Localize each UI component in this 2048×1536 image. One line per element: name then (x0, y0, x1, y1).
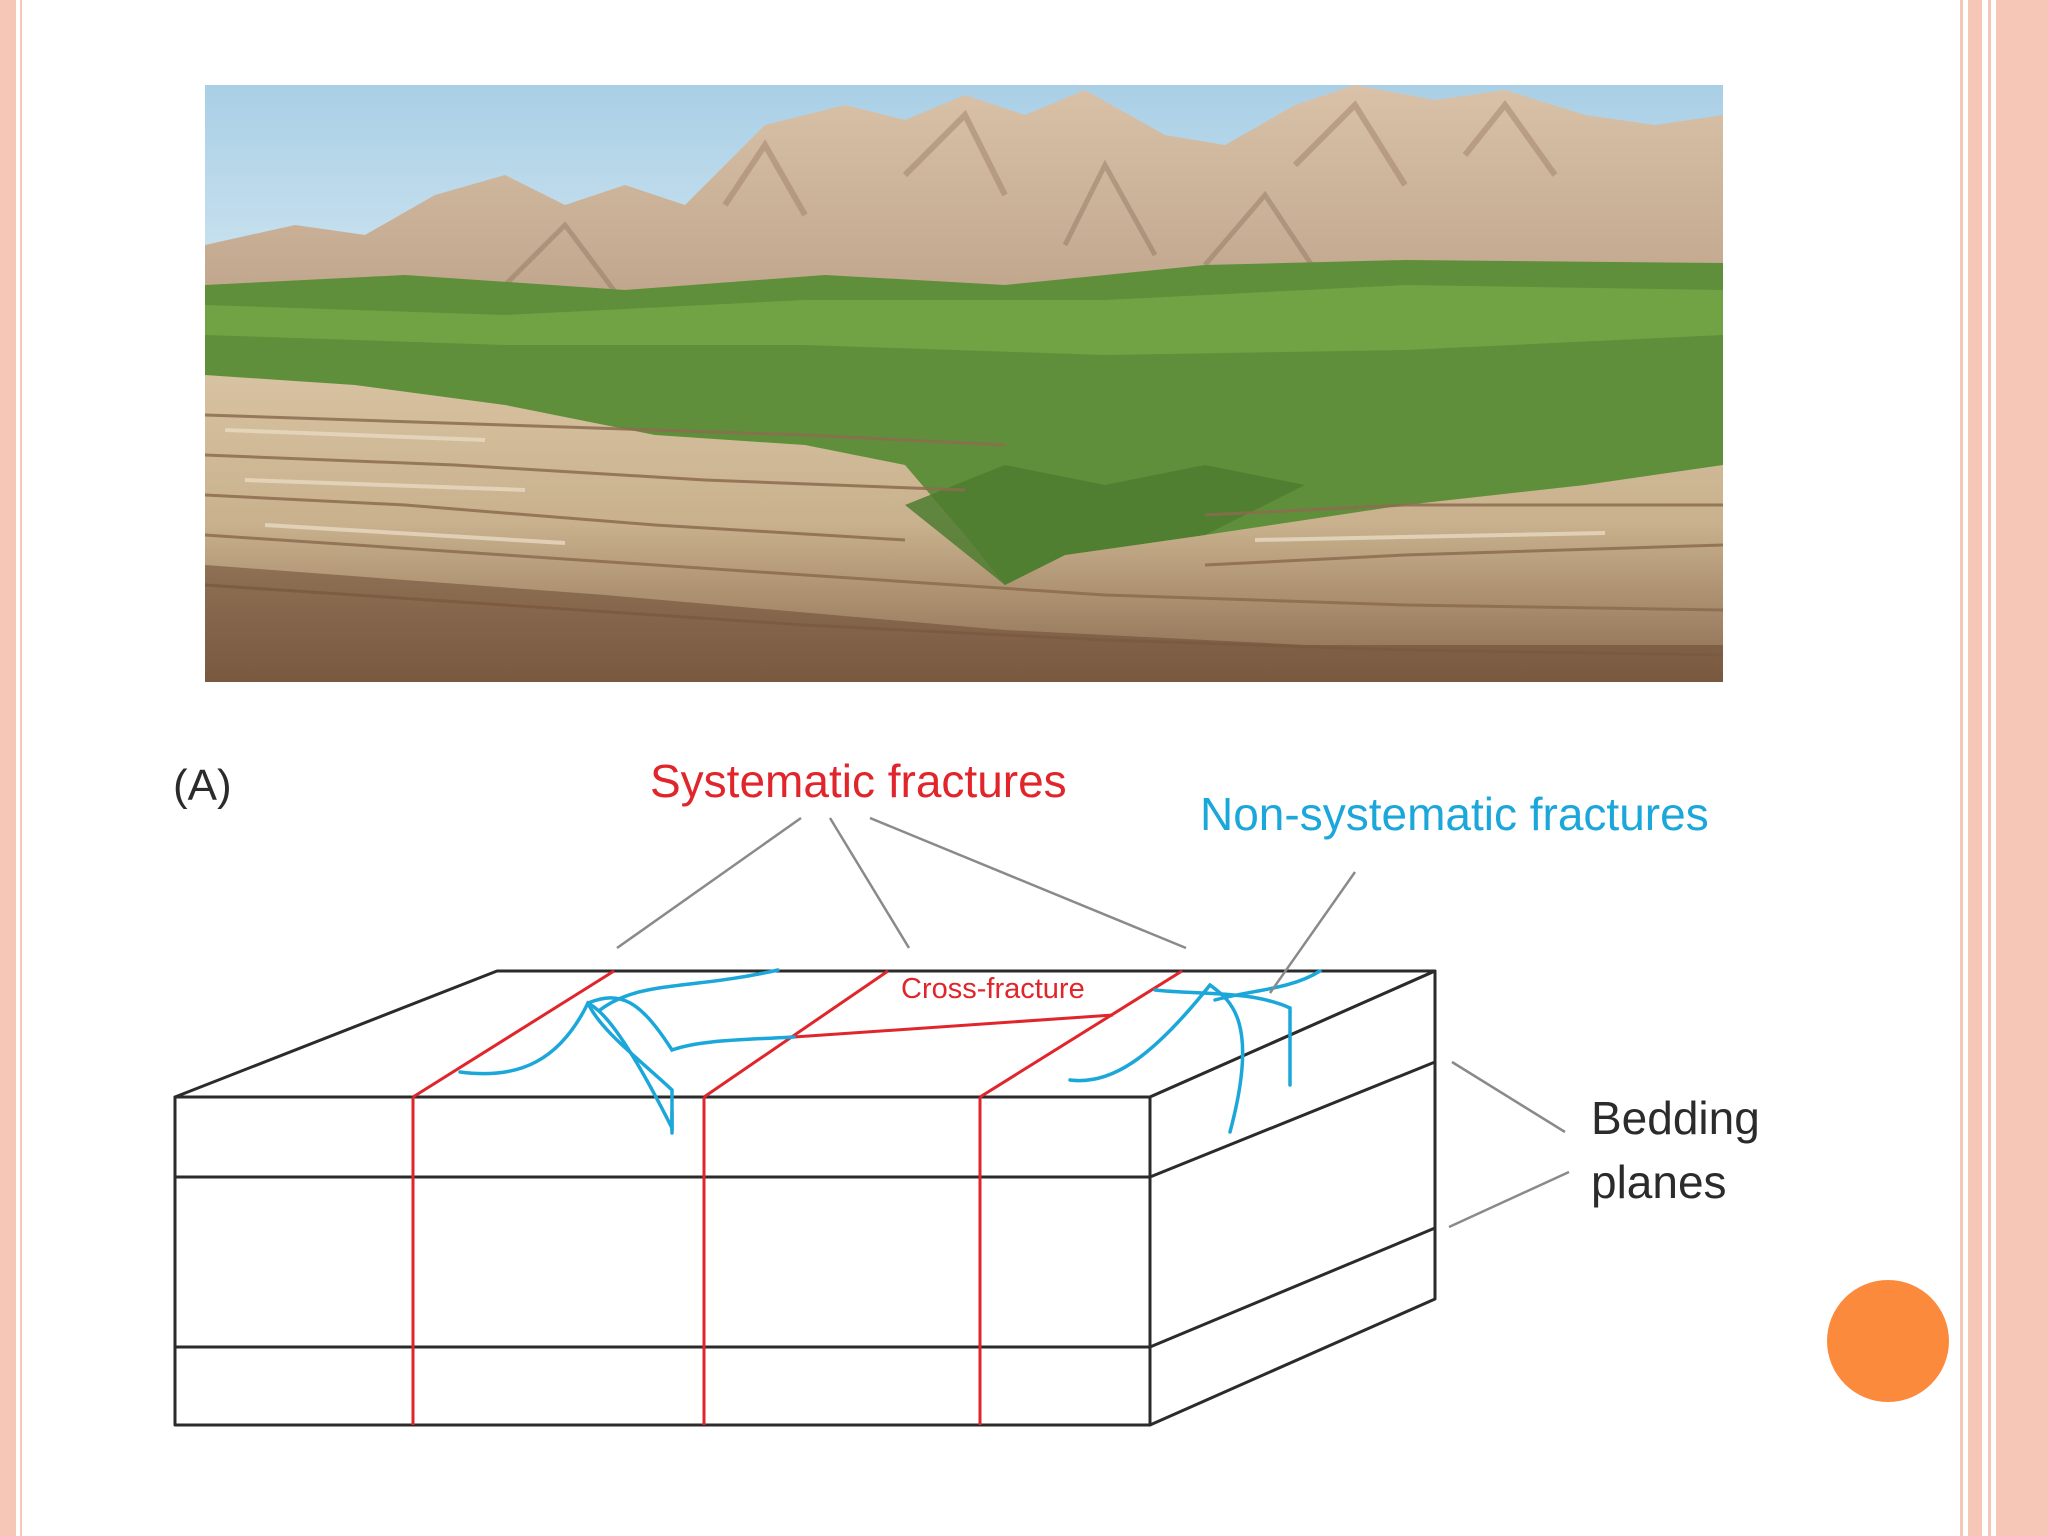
bedding-plane-lines (175, 1060, 1436, 1349)
leader-lines (616, 816, 1570, 1229)
non-systematic-fractures-label: Non-systematic fractures (1200, 788, 1709, 840)
bedding-planes-label-line2: planes (1591, 1156, 1727, 1208)
cross-fracture-label: Cross-fracture (901, 973, 1085, 1005)
panel-label: (A) (173, 761, 232, 810)
systematic-fracture-lines (411, 969, 1183, 1425)
non-systematic-fracture-lines (458, 968, 1322, 1135)
systematic-fractures-label: Systematic fractures (650, 755, 1067, 807)
left-border-line (20, 0, 22, 1536)
block-outline (173, 969, 1437, 1427)
right-border-band (1996, 0, 2048, 1536)
right-border-stripe (1968, 0, 1982, 1536)
right-border-line (1960, 0, 1963, 1536)
bedding-planes-label-line1: Bedding (1591, 1092, 1760, 1144)
rock-strata-photo (205, 85, 1723, 682)
orange-circle-decoration (1827, 1280, 1949, 1402)
left-border-stripe (0, 0, 16, 1536)
right-border-line (1988, 0, 1991, 1536)
